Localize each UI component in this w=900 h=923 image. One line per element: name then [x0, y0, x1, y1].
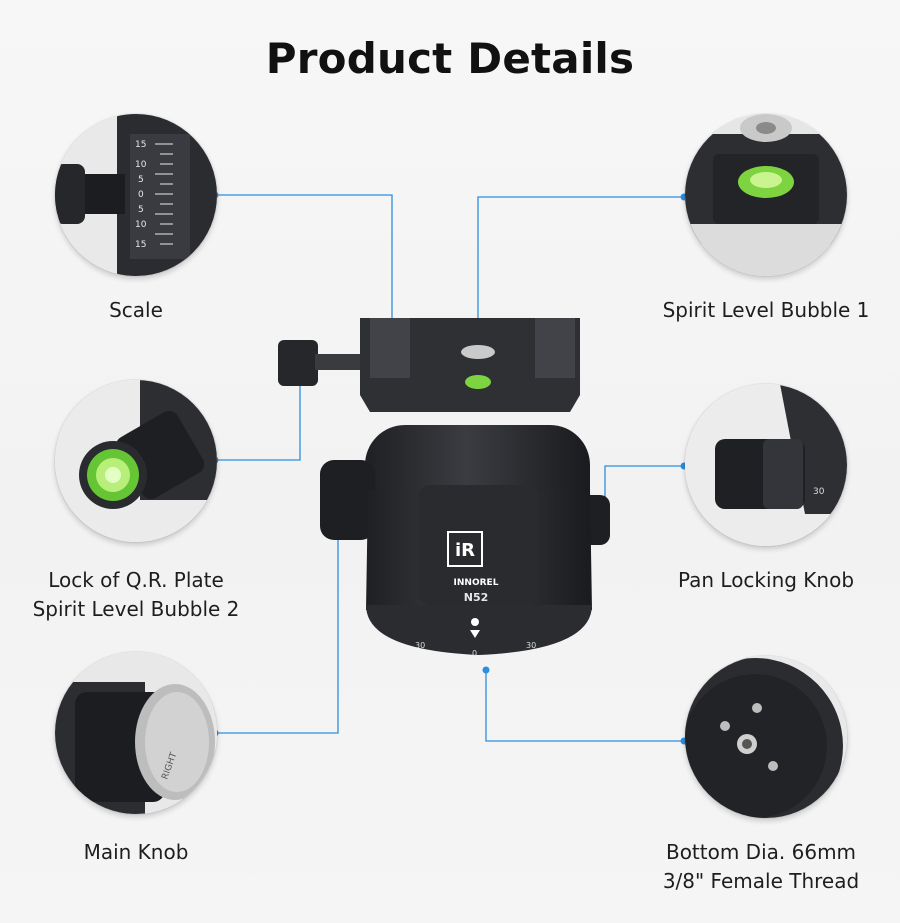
dial-mark: 0 — [472, 649, 477, 658]
bottom-label: Bottom Dia. 66mm 3/8" Female Thread — [640, 838, 882, 896]
spirit-level-1-detail-circle — [685, 114, 847, 276]
scale-mark: 5 — [138, 205, 144, 215]
scale-mark: 15 — [135, 140, 146, 150]
bottom-thread-icon — [685, 656, 847, 818]
lock-knob-icon — [55, 380, 217, 542]
main-knob-icon: RIGHT — [55, 652, 217, 814]
scale-mark: 15 — [135, 240, 146, 250]
scale-ruler-icon: 15 10 5 0 5 10 15 — [55, 114, 217, 276]
spirit-level-1-label: Spirit Level Bubble 1 — [662, 298, 870, 322]
bottom-detail-circle — [685, 656, 847, 818]
lock-qr-label-line1: Lock of Q.R. Plate — [48, 568, 224, 592]
brand-name: INNOREL — [454, 578, 499, 588]
scale-mark: 10 — [135, 160, 147, 170]
bottom-callout-line — [485, 670, 684, 742]
main-knob — [320, 460, 375, 540]
scale-mark: 10 — [135, 220, 147, 230]
ball-head-product: iR INNOREL N52 30 0 30 — [278, 318, 610, 658]
dial-mark: 30 — [526, 641, 536, 650]
scale-mark: 0 — [138, 190, 144, 200]
pan-knob-detail-circle: 30 — [685, 384, 847, 546]
dial-mark: 30 — [415, 641, 425, 650]
main-knob-detail-circle: RIGHT — [55, 652, 217, 814]
model-name: N52 — [464, 591, 489, 604]
page-title: Product Details — [265, 34, 635, 83]
clamp-knob — [278, 340, 318, 386]
lock-qr-detail-circle — [55, 380, 217, 542]
bottom-label-line2: 3/8" Female Thread — [662, 869, 860, 893]
spirit-level-icon — [685, 114, 847, 276]
pan-knob-label: Pan Locking Knob — [677, 568, 855, 592]
pan-knob-icon: 30 — [685, 384, 847, 546]
scale-detail-circle: 15 10 5 0 5 10 15 — [55, 114, 217, 276]
clamp-plate — [360, 318, 580, 412]
brand-logo: iR — [455, 540, 475, 561]
lock-qr-label: Lock of Q.R. Plate Spirit Level Bubble 2 — [20, 566, 252, 624]
main-knob-callout-line — [215, 505, 339, 734]
spirit-level-bubble — [465, 375, 491, 389]
main-knob-label: Main Knob — [83, 840, 189, 864]
lock-qr-callout-line — [215, 370, 301, 461]
pan-knob-mark: 30 — [813, 487, 825, 497]
scale-callout-line — [215, 194, 393, 332]
scale-label: Scale — [109, 298, 163, 322]
scale-mark: 5 — [138, 175, 144, 185]
lock-qr-label-line2: Spirit Level Bubble 2 — [32, 597, 240, 621]
bottom-label-line1: Bottom Dia. 66mm — [665, 840, 857, 864]
